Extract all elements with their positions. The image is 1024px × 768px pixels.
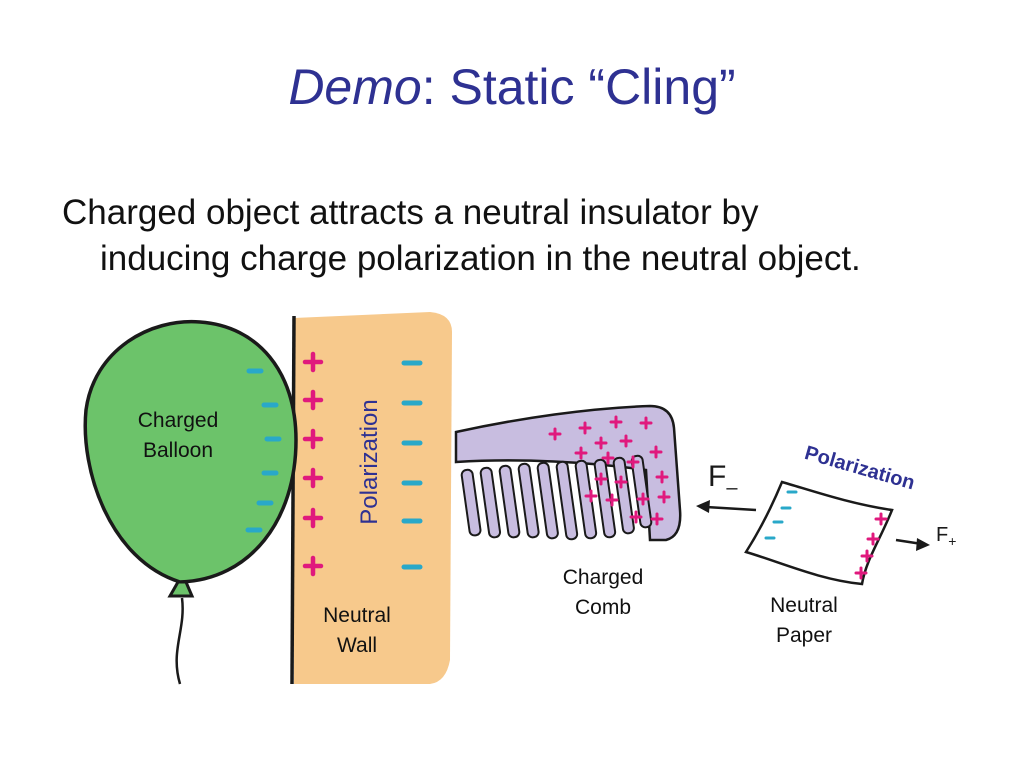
balloon-knot xyxy=(167,580,195,598)
plus-sign xyxy=(574,446,588,460)
paper-negative-charges xyxy=(764,490,798,540)
plus-sign xyxy=(548,427,562,441)
plus-sign xyxy=(649,445,663,459)
balloon-label: Charged Balloon xyxy=(118,406,238,466)
wall-label-line-1: Neutral xyxy=(323,604,391,627)
plus-sign xyxy=(860,549,874,563)
plus-sign xyxy=(302,507,324,529)
force-arrow-left xyxy=(696,500,757,513)
comb-tooth xyxy=(479,466,502,539)
page-title: Demo: Static “Cling” xyxy=(0,62,1024,112)
paper-positive-charges xyxy=(854,512,888,580)
plus-sign xyxy=(302,389,324,411)
title-emphasis: Demo xyxy=(288,59,422,115)
paper-label: Neutral Paper xyxy=(744,591,864,651)
comb-tooth xyxy=(555,460,579,541)
charged-balloon xyxy=(83,319,298,584)
body-line-2: inducing charge polarization in the neut… xyxy=(100,239,861,278)
force-plus-label: F+ xyxy=(936,524,956,549)
plus-sign xyxy=(302,428,324,450)
comb-tooth xyxy=(612,456,635,535)
force-plus-symbol: F xyxy=(936,524,948,546)
balloon-label-line-2: Balloon xyxy=(142,439,214,462)
plus-sign xyxy=(578,421,592,435)
comb-tooth xyxy=(536,461,559,540)
comb-teeth xyxy=(460,454,653,541)
balloon-negative-charges xyxy=(245,368,282,533)
paper-label-line-1: Neutral xyxy=(770,594,838,617)
comb-positive-charges xyxy=(548,415,671,526)
comb-tooth xyxy=(574,459,598,540)
comb-tooth xyxy=(630,454,653,529)
plus-sign xyxy=(614,475,628,489)
plus-sign xyxy=(639,416,653,430)
wall-edge-line xyxy=(290,315,296,685)
plus-sign xyxy=(854,566,868,580)
comb-label-line-2: Comb xyxy=(574,596,632,619)
body-line-1: Charged object attracts a neutral insula… xyxy=(62,193,759,232)
plus-sign xyxy=(302,351,324,373)
plus-sign xyxy=(629,510,643,524)
body-paragraph: Charged object attracts a neutral insula… xyxy=(62,190,1002,282)
comb-label: Charged Comb xyxy=(543,563,663,623)
plus-sign xyxy=(655,470,669,484)
balloon-string xyxy=(175,597,184,685)
wall-negative-charges xyxy=(401,360,423,570)
comb-tooth xyxy=(517,462,540,539)
title-rest: : Static “Cling” xyxy=(421,59,736,115)
plus-sign xyxy=(594,436,608,450)
plus-sign xyxy=(302,555,324,577)
plus-sign xyxy=(609,415,623,429)
arrow-head xyxy=(916,538,930,551)
plus-sign xyxy=(626,455,640,469)
plus-sign xyxy=(874,512,888,526)
plus-sign xyxy=(302,467,324,489)
paper-label-line-2: Paper xyxy=(775,624,833,647)
paper-polarization-label: Polarization xyxy=(802,442,917,494)
wall-polarization-label: Polarization xyxy=(356,399,383,524)
plus-sign xyxy=(594,472,608,486)
plus-sign xyxy=(636,492,650,506)
wall-label: Neutral Wall xyxy=(297,601,417,661)
plus-sign xyxy=(657,490,671,504)
force-arrow-right xyxy=(895,538,930,551)
plus-sign xyxy=(619,434,633,448)
arrow-shaft xyxy=(705,505,757,512)
arrow-head xyxy=(696,500,710,513)
force-minus-symbol: F xyxy=(708,460,726,493)
comb-tooth xyxy=(460,468,482,537)
force-minus-subscript: – xyxy=(726,477,738,499)
plus-sign xyxy=(584,489,598,503)
plus-sign xyxy=(601,451,615,465)
wall-label-line-2: Wall xyxy=(336,634,378,657)
plus-sign xyxy=(650,512,664,526)
comb-tooth xyxy=(498,464,521,539)
wall-positive-charges xyxy=(302,351,324,577)
balloon-label-line-1: Charged xyxy=(137,409,219,432)
force-minus-label: F– xyxy=(708,460,738,499)
neutral-paper xyxy=(744,480,894,586)
comb-label-line-1: Charged xyxy=(562,566,644,589)
force-plus-subscript: + xyxy=(948,533,956,549)
plus-sign xyxy=(605,493,619,507)
plus-sign xyxy=(866,532,880,546)
